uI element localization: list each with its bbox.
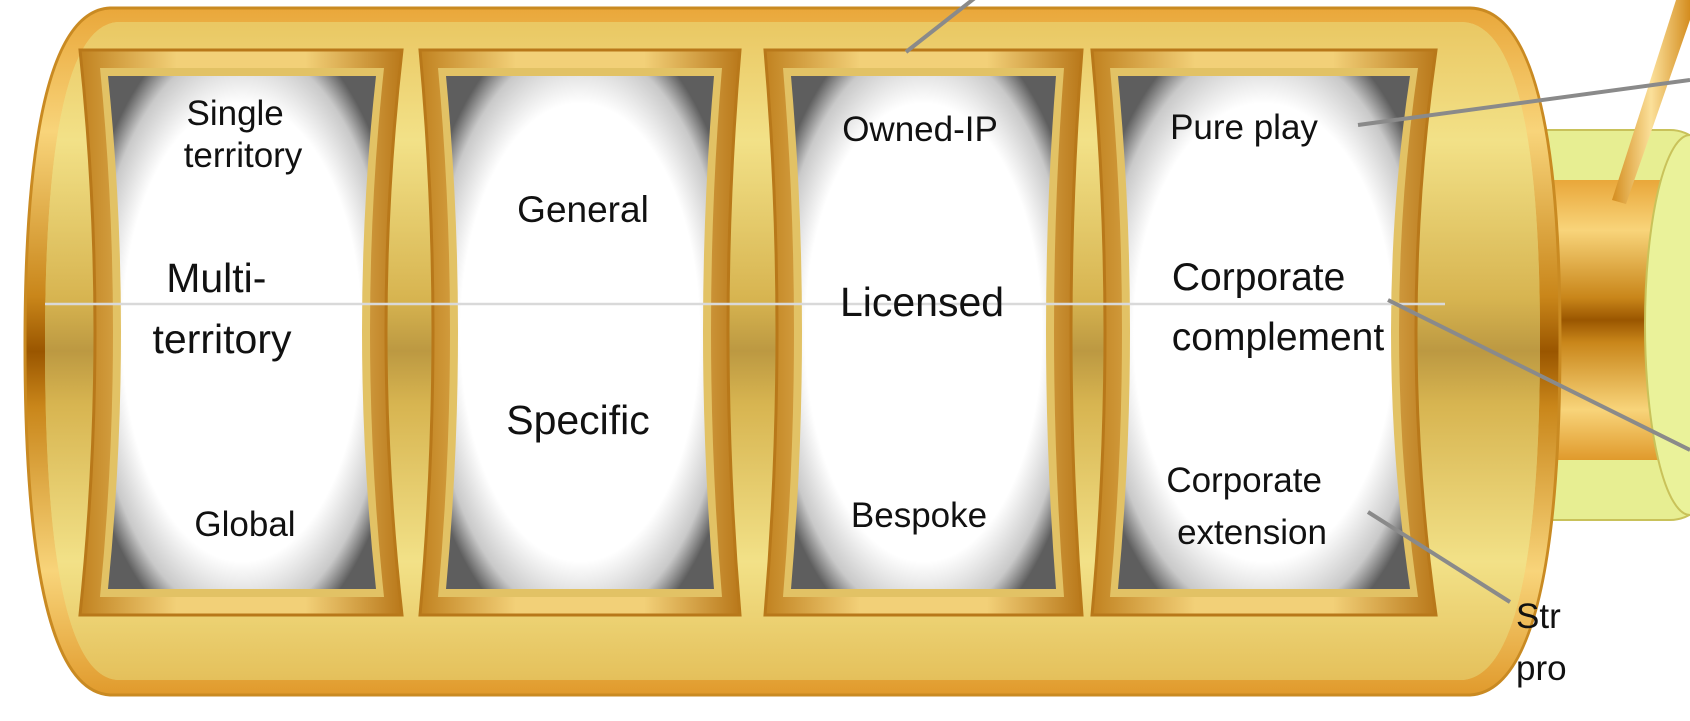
- reel-4-top-label: Pure play: [1170, 108, 1318, 147]
- reel-4-middle-label: Corporate complement: [1172, 256, 1385, 359]
- cut-off-caption: Str pro: [1516, 597, 1570, 688]
- reel-2-top-label: General: [517, 189, 649, 230]
- reel-3-window: [791, 76, 1056, 589]
- reel-1-bottom-label: Global: [194, 505, 295, 544]
- reel-4: [1090, 48, 1438, 617]
- reel-3-middle-label: Licensed: [840, 279, 1004, 325]
- callout-line-corporate-extension: [1366, 510, 1512, 604]
- reel-1-window: [108, 76, 376, 589]
- reel-3-top-label: Owned-IP: [842, 110, 998, 149]
- callout-line-pure-play: [1357, 78, 1690, 127]
- reel-2-window: [446, 76, 714, 589]
- handle-lever: [1612, 0, 1690, 204]
- reel-1-middle-label: Multi- territory: [153, 255, 292, 362]
- callout-lines: [904, 0, 1690, 604]
- reel-1: [78, 48, 404, 617]
- reel-1-top-label: Single territory: [184, 94, 303, 175]
- callout-line-corporate-complement: [1387, 298, 1690, 452]
- callout-line-reel-3: [904, 0, 976, 54]
- reel-4-bottom-label: Corporate extension: [1166, 461, 1331, 552]
- reel-3-bottom-label: Bespoke: [851, 496, 987, 535]
- reel-2-bottom-label: Specific: [506, 397, 650, 443]
- reel-4-window: [1118, 76, 1410, 589]
- reel-3: [763, 48, 1084, 617]
- reel-2: [418, 48, 742, 617]
